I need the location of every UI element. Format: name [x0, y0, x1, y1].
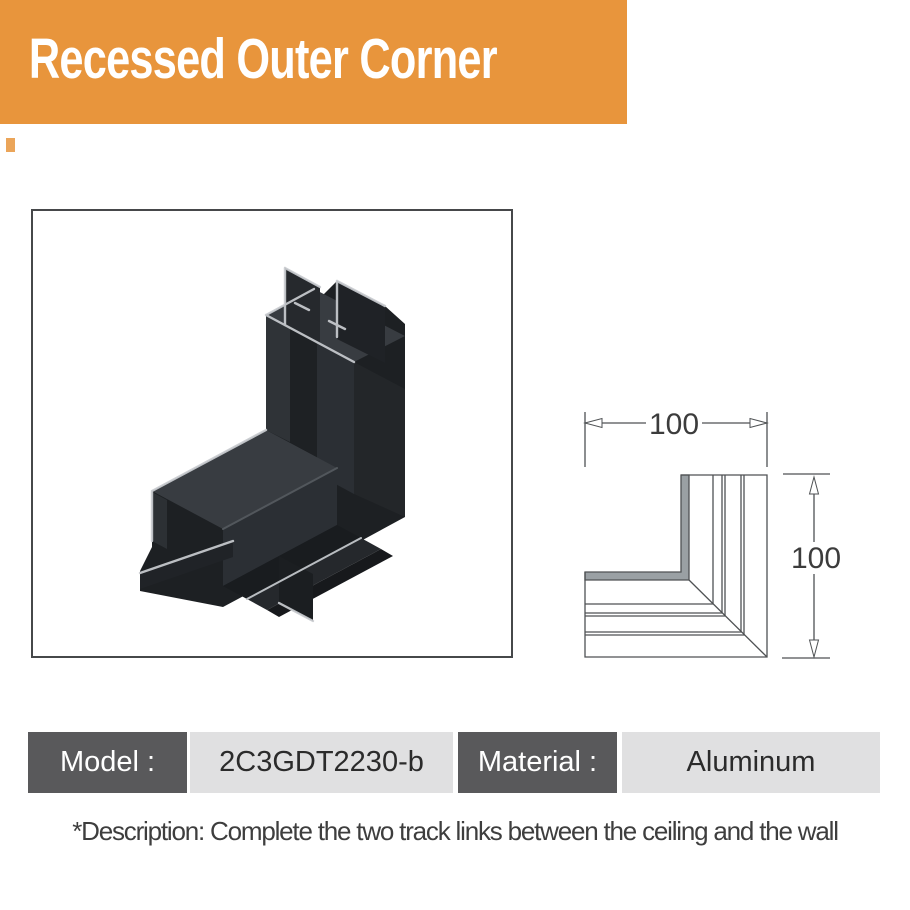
product-image-frame — [31, 209, 513, 658]
dimension-drawing: 100 100 — [540, 395, 890, 680]
title-banner: Recessed Outer Corner — [0, 0, 627, 124]
height-dimension-label: 100 — [791, 542, 841, 575]
material-value-text: Aluminum — [686, 746, 816, 778]
aluminum-edge-highlights — [138, 266, 387, 623]
width-dimension-label: 100 — [649, 408, 699, 441]
model-value-text: 2C3GDT2230-b — [219, 746, 424, 778]
page-title: Recessed Outer Corner — [28, 27, 498, 91]
corner-profile-outline — [584, 474, 768, 658]
product-foot-plate — [140, 541, 233, 589]
width-dimension — [583, 412, 769, 467]
product-bottom-fin — [279, 556, 313, 621]
dimension-drawing-svg: 100 100 — [583, 408, 841, 659]
height-dimension — [782, 473, 830, 659]
model-label-box: Model : — [28, 732, 187, 793]
product-render-3d — [138, 266, 405, 623]
material-label-text: Material : — [477, 746, 598, 778]
description-text: *Description: Complete the two track lin… — [72, 816, 839, 846]
product-face — [152, 430, 337, 529]
product-face — [223, 525, 361, 599]
material-value-box: Aluminum — [622, 732, 880, 793]
model-label-text: Model : — [59, 746, 156, 778]
product-face — [354, 362, 405, 517]
product-face — [290, 328, 317, 457]
product-face — [223, 468, 337, 586]
product-face — [266, 315, 290, 442]
material-label-box: Material : — [458, 732, 617, 793]
model-value-box: 2C3GDT2230-b — [190, 732, 453, 793]
product-top-fin — [337, 281, 385, 363]
product-face — [317, 342, 354, 494]
step-ridge-highlights — [222, 467, 362, 600]
product-left-cut-face — [152, 492, 167, 549]
orange-accent-mark — [6, 138, 15, 152]
